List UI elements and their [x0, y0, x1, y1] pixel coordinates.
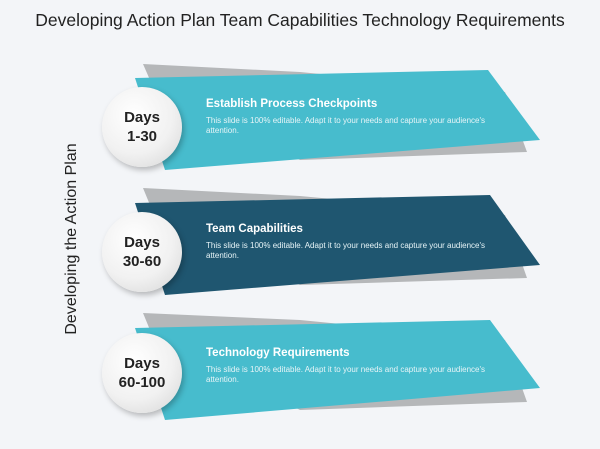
- days-range: 60-100: [118, 374, 166, 391]
- slide-title: Developing Action Plan Team Capabilities…: [35, 10, 565, 30]
- stage-1-text: Establish Process Checkpoints This slide…: [206, 98, 516, 136]
- stage-body: This slide is 100% editable. Adapt it to…: [206, 365, 486, 384]
- stage-heading: Team Capabilities: [206, 223, 303, 235]
- stage-heading: Establish Process Checkpoints: [206, 98, 378, 110]
- stage-2-text: Team Capabilities This slide is 100% edi…: [206, 223, 516, 261]
- stage-heading: Technology Requirements: [206, 347, 350, 359]
- stage-body: This slide is 100% editable. Adapt it to…: [206, 116, 486, 135]
- days-label: Days: [124, 234, 160, 251]
- banner-1: [135, 70, 540, 170]
- days-range: 30-60: [122, 253, 162, 270]
- stage-1-days-badge: Days 1-30: [102, 87, 182, 167]
- days-label: Days: [124, 109, 160, 126]
- days-label: Days: [124, 355, 160, 372]
- banner-3: [135, 320, 540, 420]
- stage-3-text: Technology Requirements This slide is 10…: [206, 347, 516, 385]
- stage-body: This slide is 100% editable. Adapt it to…: [206, 241, 486, 260]
- stage-2-days-badge: Days 30-60: [102, 212, 182, 292]
- stage-3-days-badge: Days 60-100: [102, 333, 182, 413]
- days-range: 1-30: [126, 128, 158, 145]
- banner-2: [135, 195, 540, 295]
